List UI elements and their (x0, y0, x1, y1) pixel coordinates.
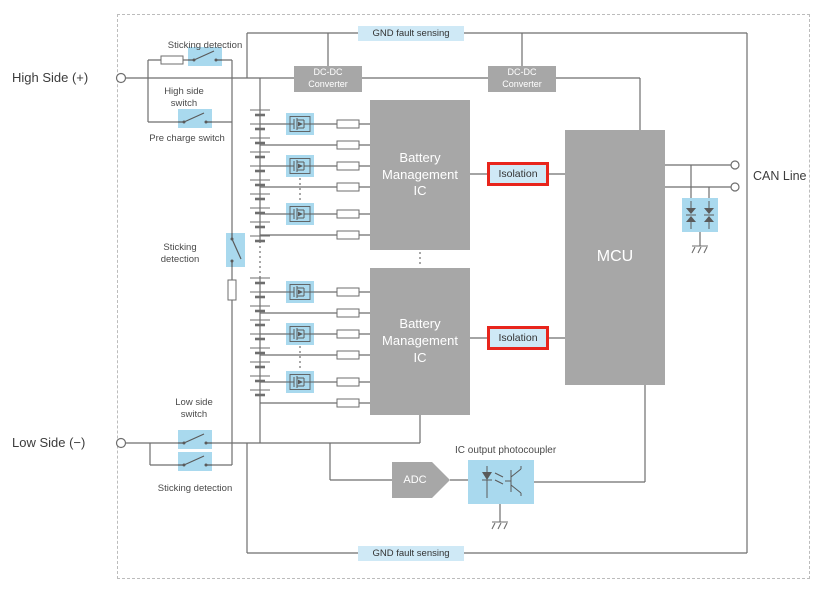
isolation-bottom-block: Isolation (487, 326, 549, 350)
pre-charge-switch-icon (177, 108, 213, 129)
mcu-block: MCU (565, 130, 665, 385)
tvs-diode-icon (682, 198, 718, 232)
sticking-detection-bottom-label: Sticking detection (157, 483, 233, 494)
can-high-terminal-icon (730, 160, 740, 170)
ic-output-photocoupler-label: IC output photocoupler (455, 445, 557, 456)
low-side-switch-icon (177, 429, 213, 450)
can-low-terminal-icon (730, 182, 740, 192)
pre-charge-switch-label: Pre charge switch (149, 133, 225, 144)
gnd-fault-sensing-bottom-badge: GND fault sensing (358, 546, 464, 561)
wire-net (125, 32, 748, 554)
terminal-icons (115, 72, 740, 449)
system-boundary (117, 14, 810, 579)
photocoupler-icon (468, 460, 534, 504)
dcdc-converter-left-block: DC-DC Converter (294, 66, 362, 92)
low-side-terminal-icon (115, 437, 127, 449)
dcdc-converter-right-block: DC-DC Converter (488, 66, 556, 92)
photocoupler-ground-icon (491, 521, 509, 530)
sticking-detection-top-label: Sticking detection (167, 40, 243, 51)
high-side-switch-label: High side switch (164, 86, 204, 109)
gnd-fault-sensing-top-badge: GND fault sensing (358, 26, 464, 41)
mid-sticking-switch-icon (225, 232, 246, 268)
low-side-switch-label: Low side switch (175, 397, 213, 420)
high-side-terminal-icon (115, 72, 127, 84)
low-side-sticking-switch-icon (177, 451, 213, 472)
can-ground-icon (691, 245, 709, 254)
battery-management-ic-bottom-block: Battery Management IC (370, 268, 470, 415)
can-line-label: CAN Line (753, 169, 807, 183)
sticking-detection-mid-label: Sticking detection (160, 242, 200, 265)
low-side-label: Low Side (−) (12, 435, 86, 450)
isolation-top-block: Isolation (487, 162, 549, 186)
high-side-label: High Side (+) (12, 70, 89, 85)
battery-management-ic-top-block: Battery Management IC (370, 100, 470, 250)
